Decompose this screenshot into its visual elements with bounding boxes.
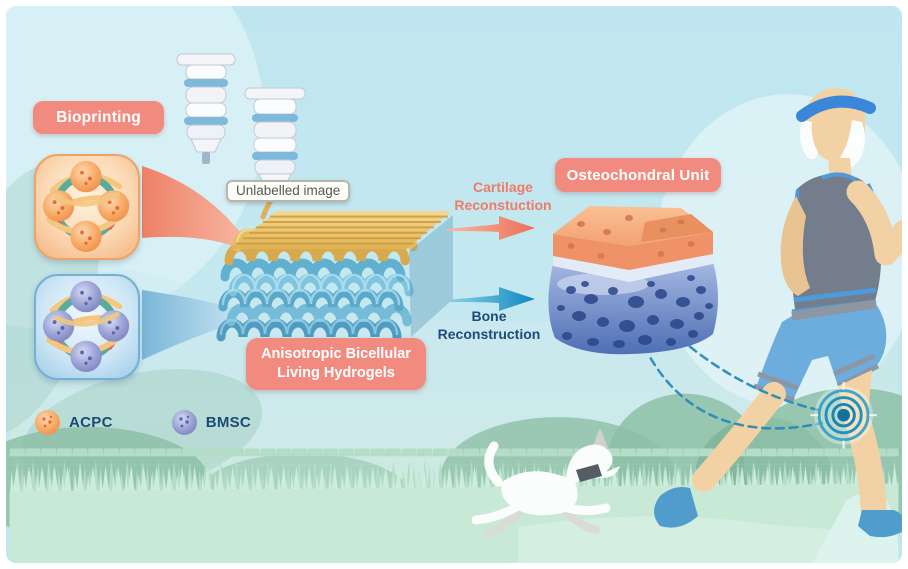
cartilage-label-line2: Reconstuction: [454, 196, 552, 213]
dog-near-legs: [471, 501, 611, 525]
lattice-top-face: [229, 211, 451, 249]
dog-collar: [576, 464, 602, 482]
cartilage-pores: [567, 215, 695, 259]
hydrogel-badge-line1: Anisotropic Bicellular: [261, 346, 411, 363]
lattice-side-shade: [409, 215, 453, 337]
trajectory-overlay: [649, 345, 877, 449]
white-hair: [800, 120, 818, 160]
printed-lattice: [211, 189, 453, 349]
far-arm: [780, 196, 810, 296]
bone-arrow-icon: [447, 287, 535, 311]
cartilage-arrow-icon: [447, 216, 535, 240]
dog-tail: [484, 441, 503, 487]
nozzle-icon: [244, 87, 306, 196]
bone-label-line1: Bone: [471, 308, 507, 324]
mustache: [848, 135, 864, 145]
knee-target: [810, 381, 877, 449]
acpc-spheroid-box: [34, 154, 140, 260]
runner-figure: [654, 88, 902, 538]
bioprinting-badge: Bioprinting: [33, 101, 164, 134]
acpc-funnel: [142, 166, 258, 258]
white-beard: [834, 120, 865, 170]
bioprinter-nozzles: [176, 53, 306, 196]
legend: ACPC BMSC: [34, 409, 251, 436]
bmsc-cell-icon: [171, 410, 197, 435]
unlabelled-image-tooltip[interactable]: Unlabelled image: [226, 180, 351, 202]
near-arm: [846, 180, 902, 266]
hydrogel-badge-line2: Living Hydrogels: [277, 365, 395, 381]
legend-bmsc-label: BMSC: [205, 414, 252, 431]
headband: [796, 95, 876, 122]
bone-arrow-label: Bone Reconstruction: [427, 308, 551, 343]
acpc-cell-icon: [35, 410, 60, 435]
cartilage-arrow-label: Cartilage Reconstuction: [441, 179, 565, 214]
subchondral-band: [553, 254, 713, 282]
sparkles: [810, 381, 877, 449]
illustration-scene: Bioprinting Unlabelled image Anisotropic…: [6, 6, 902, 563]
nozzle-icon: [176, 53, 236, 164]
dashed-lines: [649, 345, 826, 430]
acpc-cells: [42, 160, 130, 253]
lattice-top-strands: [236, 215, 448, 245]
hydrogel-badge: Anisotropic Bicellular Living Hydrogels: [246, 338, 426, 390]
left-shoe: [654, 487, 698, 528]
dog-ear: [592, 428, 608, 448]
bone-pores: [557, 275, 713, 348]
mixing-funnels: [142, 166, 260, 360]
osteochondral-badge: Osteochondral Unit: [555, 158, 721, 192]
cartilage-front: [553, 232, 713, 270]
legend-acpc-label: ACPC: [69, 414, 113, 431]
acpc-spheroid-art: [42, 160, 130, 253]
running-dog: [471, 428, 620, 538]
left-leg: [654, 382, 786, 528]
bmsc-spheroid-art: [42, 280, 130, 373]
fist: [892, 220, 902, 244]
cartilage-notch: [641, 214, 713, 242]
osteochondral-block: [548, 206, 718, 355]
bmsc-funnel: [142, 290, 260, 360]
cartilage-label-line1: Cartilage: [473, 179, 533, 195]
field-light: [518, 516, 899, 563]
right-shoe: [858, 510, 902, 538]
bmsc-spheroid-box: [34, 274, 140, 380]
bone-label-line2: Reconstruction: [437, 325, 541, 342]
runner-head: [796, 88, 876, 170]
